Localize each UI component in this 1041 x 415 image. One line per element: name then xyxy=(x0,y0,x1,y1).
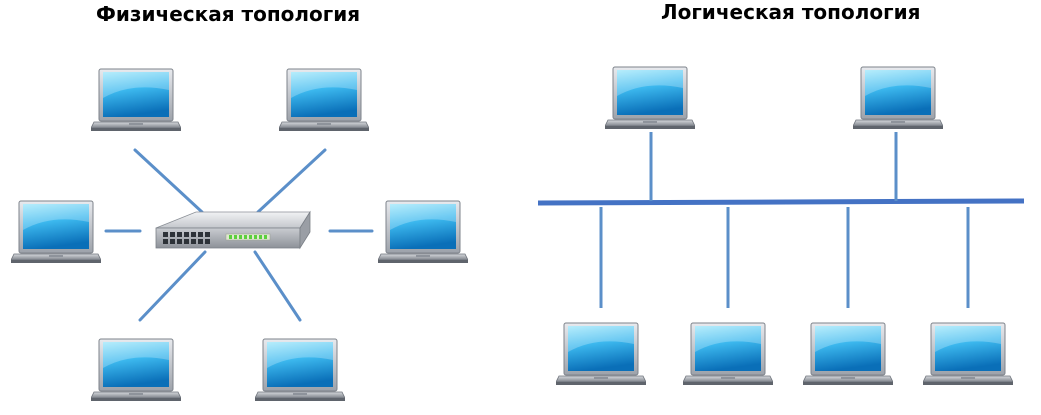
logical-topology-title: Логическая топология xyxy=(661,0,921,24)
laptop-icon xyxy=(556,322,646,386)
link-bottom-left xyxy=(138,250,207,322)
laptop-icon xyxy=(11,200,101,264)
link-top-left xyxy=(133,148,204,214)
laptop-icon xyxy=(923,322,1013,386)
laptop-icon xyxy=(803,322,893,386)
laptop-icon xyxy=(683,322,773,386)
logical-links xyxy=(599,132,970,308)
laptop-icon xyxy=(605,66,695,130)
link-bottom-right xyxy=(253,250,302,322)
laptop-icon xyxy=(853,66,943,130)
laptop-icon xyxy=(279,68,369,132)
switch-icon xyxy=(155,210,311,250)
laptop-icon xyxy=(91,338,181,402)
laptop-icon xyxy=(91,68,181,132)
physical-topology-title: Физическая топология xyxy=(96,2,361,26)
laptop-icon xyxy=(378,200,468,264)
laptop-icon xyxy=(255,338,345,402)
bus-line xyxy=(537,198,1025,206)
physical-links xyxy=(104,148,374,322)
link-top-right xyxy=(256,148,327,214)
